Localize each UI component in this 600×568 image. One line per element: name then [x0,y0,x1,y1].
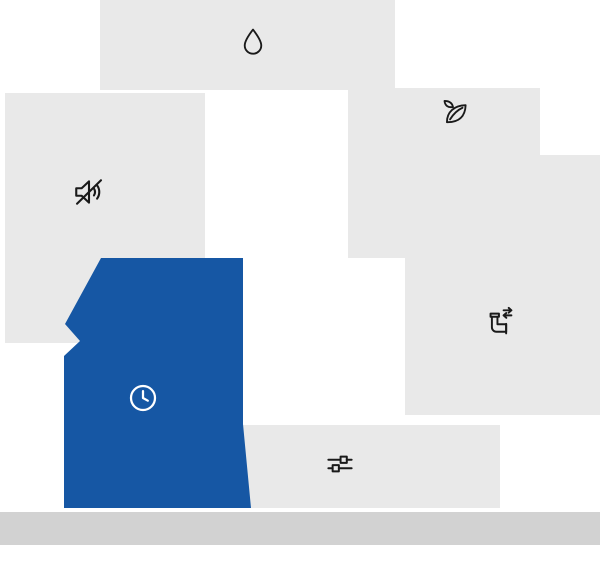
tile-settings[interactable] [210,425,500,508]
tile-water[interactable] [100,0,395,90]
hose-connection-icon [482,304,518,340]
banner-timer-highlighted[interactable] [64,258,251,508]
footer-strip [0,512,600,545]
sliders-icon [323,447,357,481]
leaf-icon [438,96,472,130]
water-drop-icon [237,26,269,58]
tile-connection[interactable] [405,155,600,415]
speaker-muted-icon [71,174,107,210]
clock-icon [125,380,161,416]
